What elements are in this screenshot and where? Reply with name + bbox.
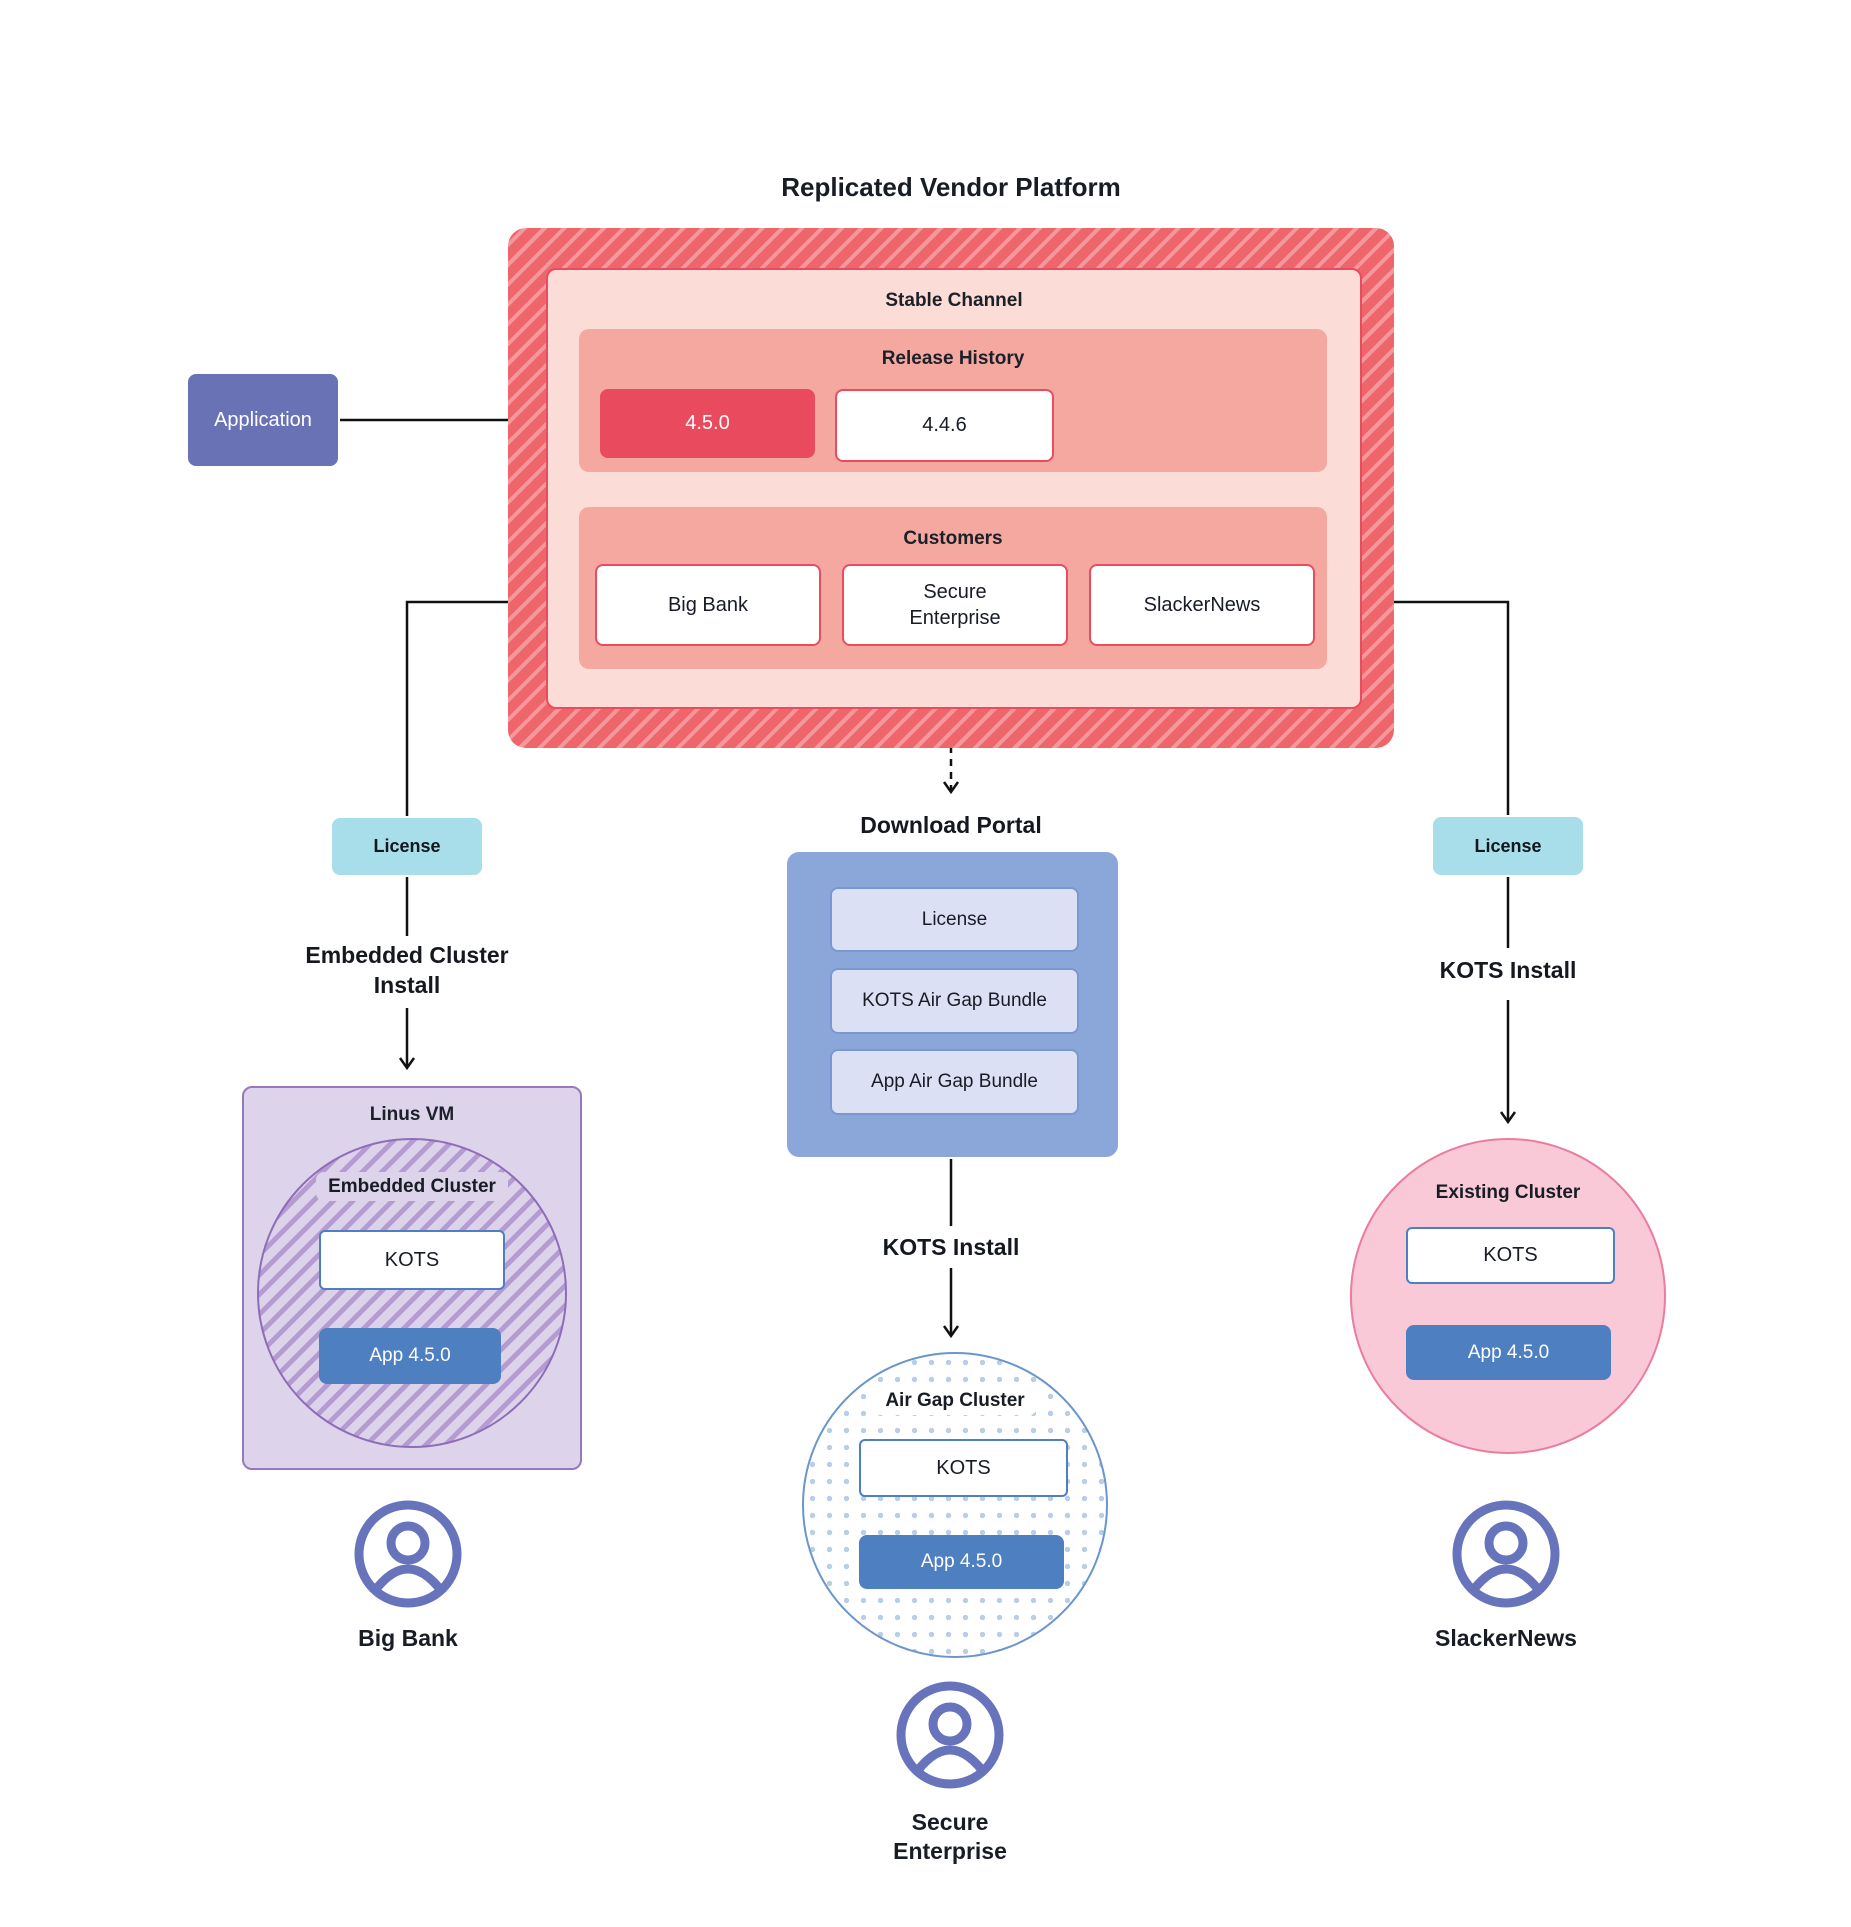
app-node-left: App 4.5.0 (319, 1328, 501, 1384)
embedded-cluster-label: Embedded Cluster (316, 1172, 508, 1201)
customer-slackernews: SlackerNews (1089, 564, 1315, 646)
slackernews-persona-label: SlackerNews (1435, 1625, 1577, 1651)
page-title: Replicated Vendor Platform (781, 172, 1121, 202)
secure-enterprise-persona-text: Secure Enterprise (893, 1809, 1007, 1865)
embedded-cluster-install-label: Embedded Cluster Install (305, 942, 509, 999)
release-history-box: Release History 4.5.0 4.4.6 (579, 329, 1327, 472)
kots-install-label-right: KOTS Install (1439, 957, 1577, 983)
download-portal-title: Download Portal (860, 812, 1042, 838)
air-gap-cluster-circle: Air Gap Cluster KOTS App 4.5.0 (802, 1352, 1108, 1658)
app-node-middle: App 4.5.0 (859, 1535, 1064, 1589)
big-bank-persona-label: Big Bank (358, 1625, 458, 1651)
release-previous: 4.4.6 (835, 389, 1054, 462)
existing-cluster-circle: Existing Cluster KOTS App 4.5.0 (1350, 1138, 1666, 1454)
portal-item-license: License (830, 887, 1079, 952)
customer-big-bank: Big Bank (595, 564, 821, 646)
release-current: 4.5.0 (600, 389, 815, 458)
portal-item-app-airgap-bundle: App Air Gap Bundle (830, 1049, 1079, 1115)
download-portal-box: License KOTS Air Gap Bundle App Air Gap … (787, 852, 1118, 1157)
customer-secure-enterprise-label: Secure Enterprise (909, 581, 1001, 629)
secure-enterprise-person-icon (896, 1681, 1004, 1789)
kots-install-label-middle: KOTS Install (882, 1234, 1020, 1260)
big-bank-person-icon (354, 1500, 462, 1608)
stable-channel-box: Stable Channel Release History 4.5.0 4.4… (546, 268, 1362, 709)
license-node-right: License (1433, 817, 1583, 875)
linus-vm-label: Linus VM (369, 1104, 455, 1125)
secure-enterprise-persona-label: Secure Enterprise (850, 1808, 1050, 1867)
customer-big-bank-label: Big Bank (667, 594, 749, 616)
stable-channel-label: Stable Channel (885, 290, 1023, 311)
kots-node-left: KOTS (319, 1230, 505, 1290)
application-node: Application (188, 374, 338, 466)
portal-item-kots-airgap-bundle: KOTS Air Gap Bundle (830, 968, 1079, 1034)
slackernews-person-icon (1452, 1500, 1560, 1608)
linus-vm-box: Linus VM Embedded Cluster KOTS App 4.5.0 (242, 1086, 582, 1470)
kots-node-middle: KOTS (859, 1439, 1068, 1497)
embedded-cluster-label-wrap: Embedded Cluster (244, 1172, 580, 1201)
kots-node-right: KOTS (1406, 1227, 1615, 1284)
customer-secure-enterprise: Secure Enterprise (842, 564, 1068, 646)
air-gap-cluster-label-wrap: Air Gap Cluster (804, 1386, 1106, 1415)
customers-label: Customers (903, 528, 1003, 549)
customers-box: Customers Big Bank Secure Enterprise Sla… (579, 507, 1327, 669)
air-gap-cluster-label: Air Gap Cluster (873, 1386, 1037, 1415)
app-node-right: App 4.5.0 (1406, 1325, 1611, 1380)
license-node-left: License (332, 818, 482, 875)
customer-slackernews-label: SlackerNews (1143, 594, 1261, 616)
existing-cluster-label: Existing Cluster (1435, 1182, 1581, 1203)
vendor-platform-box: Stable Channel Release History 4.5.0 4.4… (508, 228, 1394, 748)
release-history-label: Release History (881, 348, 1025, 369)
